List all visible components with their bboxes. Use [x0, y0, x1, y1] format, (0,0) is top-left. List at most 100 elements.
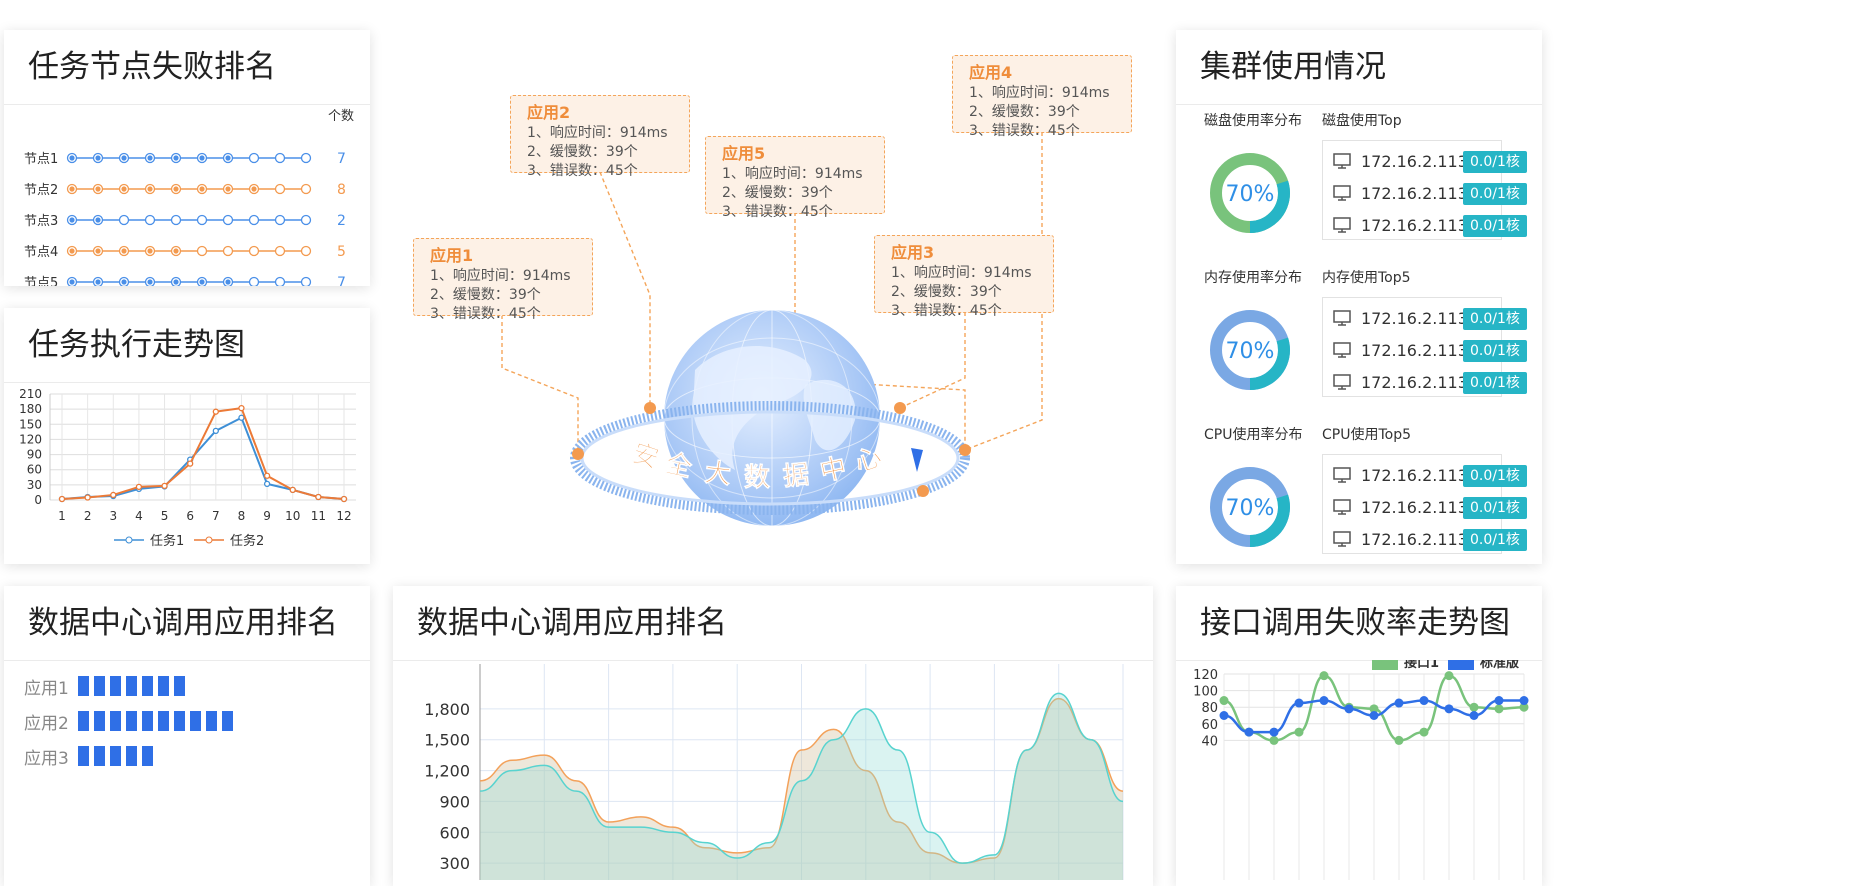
- app-callout-4[interactable]: 应用4 1、响应时间：914ms 2、缓慢数：39个 3、错误数：45个: [952, 55, 1132, 139]
- rank-dot-fill: [173, 248, 179, 254]
- app-rank-bar-segment: [126, 711, 137, 731]
- area-chart-title: 数据中心调用应用排名: [393, 586, 1153, 661]
- rank-dot: [248, 245, 260, 257]
- cluster-dist-label: 磁盘使用率分布: [1204, 113, 1302, 129]
- app-callout-5[interactable]: 应用5 1、响应时间：914ms 2、缓慢数：39个 3、错误数：45个: [705, 136, 885, 220]
- area-series-fill: [480, 693, 1123, 880]
- app-rank-bar-segment: [158, 711, 169, 731]
- app-callout-line: 1、响应时间：914ms: [527, 125, 668, 141]
- rank-dot: [170, 214, 182, 226]
- rank-dot-fill: [121, 186, 127, 192]
- trend-ytick: 90: [27, 448, 42, 462]
- iface-point: [1269, 727, 1279, 737]
- failure-rank-title: 任务节点失败排名: [4, 30, 370, 105]
- app-callout-1[interactable]: 应用1 1、响应时间：914ms 2、缓慢数：39个 3、错误数：45个: [413, 238, 593, 322]
- app-callout-line: 1、响应时间：914ms: [891, 265, 1032, 281]
- iface-point: [1444, 671, 1454, 681]
- rank-dot-fill: [147, 186, 153, 192]
- host-usage-badge: 0.0/1核: [1463, 151, 1527, 173]
- iface-legend-label: 标准版: [1479, 660, 1519, 671]
- connector-lines: [501, 132, 1043, 451]
- host-ip: 172.16.2.113: [1361, 341, 1468, 360]
- rank-dot: [248, 152, 260, 164]
- rank-dot-fill: [225, 279, 231, 285]
- iface-point: [1419, 696, 1429, 706]
- rank-dot-fill: [251, 186, 257, 192]
- host-usage-badge: 0.0/1核: [1463, 308, 1527, 330]
- donut-percent: 70%: [1226, 339, 1275, 364]
- rank-dot: [300, 276, 312, 286]
- rank-dot-fill: [199, 186, 205, 192]
- host-usage-badge: 0.0/1核: [1463, 465, 1527, 487]
- iface-point: [1269, 735, 1279, 745]
- trend-point: [187, 460, 194, 467]
- trend-ytick: 0: [34, 493, 42, 507]
- app-rank-bar-segment: [142, 746, 153, 766]
- trend-ytick: 150: [19, 417, 42, 431]
- host-ip: 172.16.2.113: [1361, 216, 1468, 235]
- host-ip: 172.16.2.113: [1361, 530, 1468, 549]
- anchor-dots: [572, 402, 971, 497]
- iface-title: 接口调用失败率走势图: [1176, 586, 1542, 661]
- rank-row-label: 节点4: [24, 245, 58, 260]
- host-ip: 172.16.2.113: [1361, 498, 1468, 517]
- data-center-visual: 安全大数据中心: [501, 132, 1043, 527]
- app-callout-line: 1、响应时间：914ms: [969, 85, 1110, 101]
- rank-dot: [300, 245, 312, 257]
- area-ytick: 1,200: [424, 762, 470, 781]
- rank-dot-fill: [199, 155, 205, 161]
- app-callout-line: 2、缓慢数：39个: [430, 287, 541, 303]
- rank-dot-fill: [69, 155, 75, 161]
- app-callout-title: 应用2: [527, 103, 571, 122]
- app-callout-title: 应用4: [969, 63, 1013, 82]
- rank-row-count: 7: [337, 151, 346, 167]
- area-ytick: 1,500: [424, 731, 470, 750]
- iface-point: [1369, 704, 1379, 714]
- globe-icon: [663, 309, 881, 527]
- rank-dot: [196, 245, 208, 257]
- area-ytick: 300: [439, 854, 470, 873]
- monitor-icon: [1333, 342, 1351, 358]
- rank-dot-fill: [147, 248, 153, 254]
- donut-segment: [1210, 467, 1290, 547]
- trend-legend-label: 任务1: [150, 533, 184, 549]
- iface-point: [1344, 704, 1354, 714]
- rank-dot: [300, 214, 312, 226]
- iface-point: [1444, 704, 1454, 714]
- cluster-donut: 70%: [1210, 467, 1290, 547]
- cluster-top-label: 内存使用Top5: [1322, 270, 1411, 286]
- iface-ytick: 60: [1201, 718, 1218, 733]
- trend-ytick: 120: [19, 432, 42, 446]
- pointer-icon: [911, 448, 923, 472]
- trend-ytick: 60: [27, 463, 42, 477]
- trend-xtick: 10: [285, 509, 300, 523]
- trend-xtick: 2: [84, 509, 92, 523]
- app-callout-3[interactable]: 应用3 1、响应时间：914ms 2、缓慢数：39个 3、错误数：45个: [874, 235, 1054, 319]
- rank-dot: [300, 183, 312, 195]
- host-usage-badge: 0.0/1核: [1463, 372, 1527, 394]
- donut-segment: [1210, 310, 1290, 390]
- app-rank-label: 应用1: [24, 679, 69, 699]
- app-rank-bar-segment: [222, 711, 233, 731]
- app-callout-2[interactable]: 应用2 1、响应时间：914ms 2、缓慢数：39个 3、错误数：45个: [510, 95, 690, 179]
- iface-point: [1494, 704, 1504, 714]
- banner-text: 安全大数据中心: [628, 438, 886, 493]
- trend-title: 任务执行走势图: [4, 308, 370, 383]
- banner-char: 据: [782, 460, 811, 493]
- area-ytick: 1,800: [424, 700, 470, 719]
- host-ip: 172.16.2.113: [1361, 152, 1468, 171]
- app-callout-title: 应用3: [891, 243, 935, 262]
